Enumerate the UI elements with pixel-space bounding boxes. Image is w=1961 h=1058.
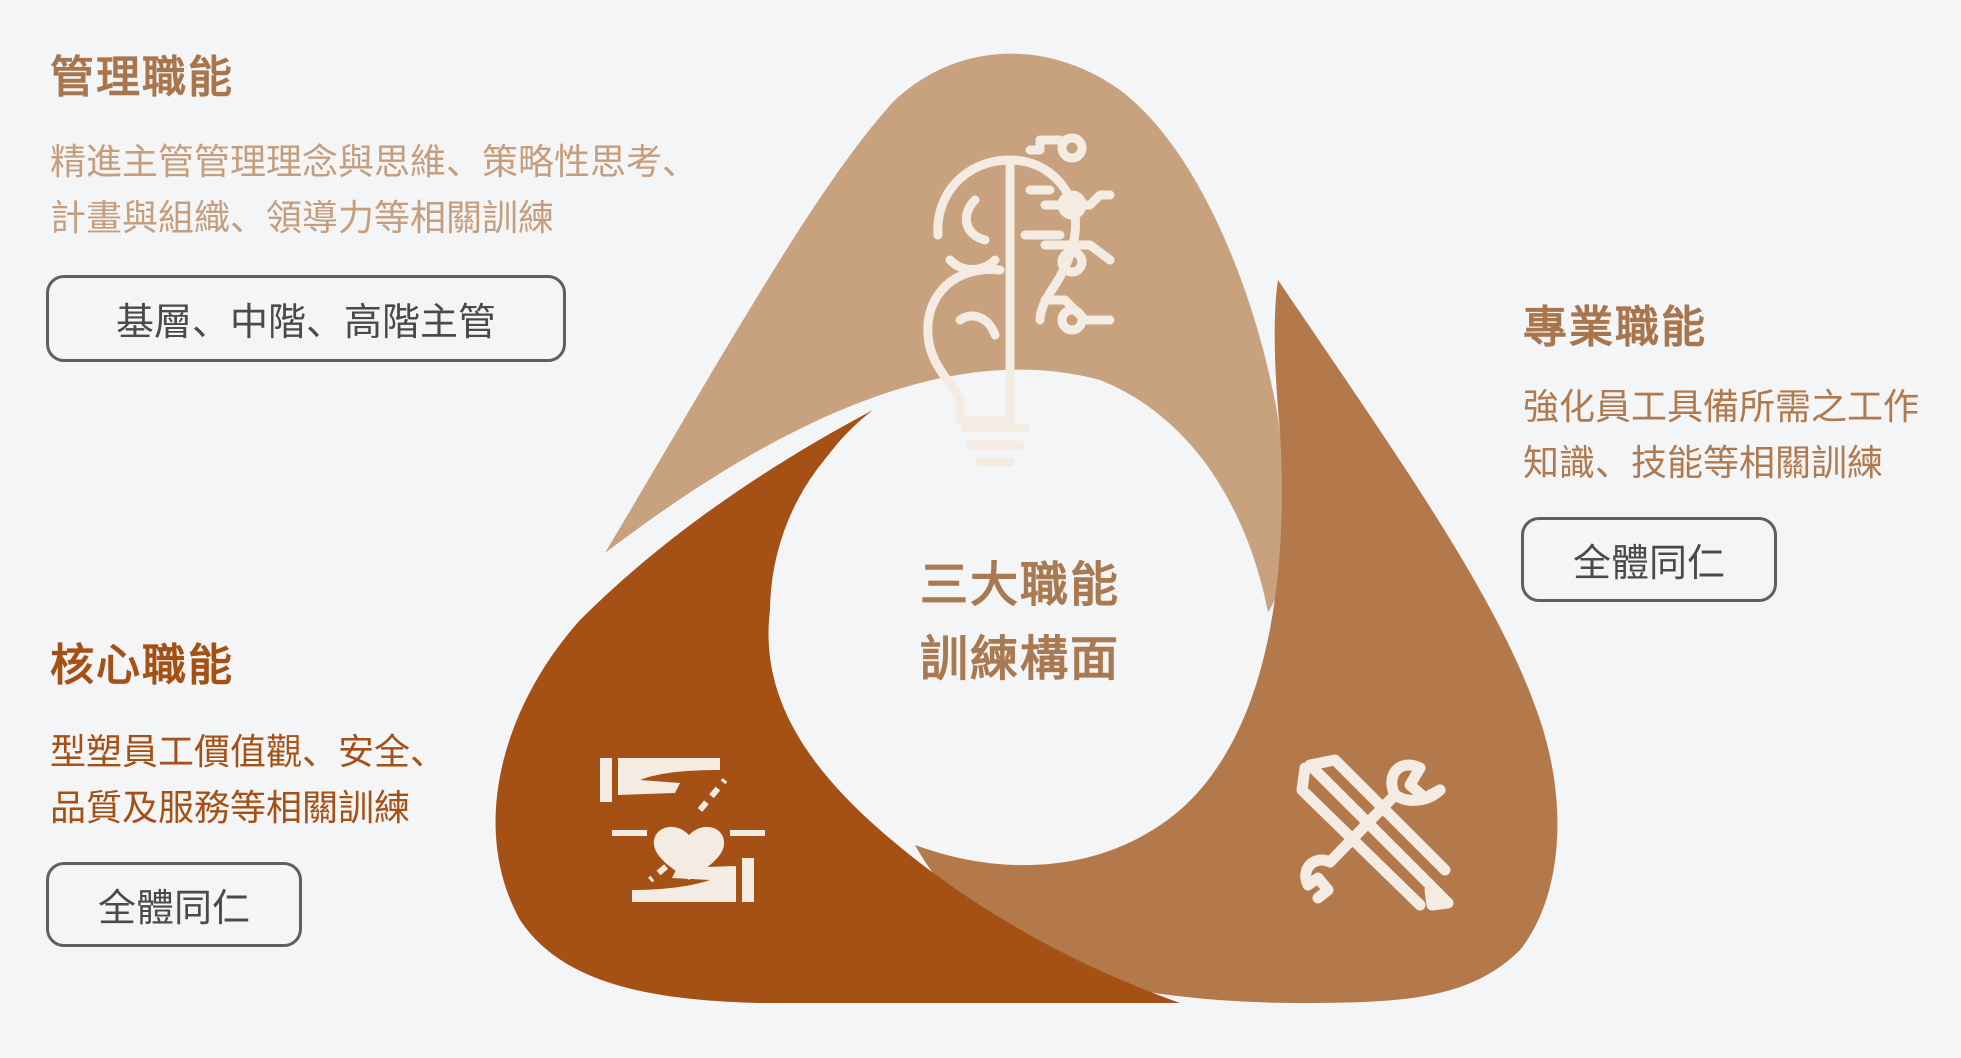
center-label: 三大職能 訓練構面 <box>880 548 1160 696</box>
management-block: 管理職能 <box>50 52 234 105</box>
professional-audience-badge: 全體同仁 <box>1521 517 1777 602</box>
center-label-line1: 三大職能 <box>919 557 1120 613</box>
core-title: 核心職能 <box>50 640 234 691</box>
professional-description: 強化員工具備所需之工作 知識、技能等相關訓練 <box>1523 380 1919 492</box>
wrench-pencil-icon <box>1296 754 1454 911</box>
management-desc-line1: 精進主管管理理念與思維、策略性思考、 <box>50 142 699 183</box>
core-desc-line2: 品質及服務等相關訓練 <box>50 788 411 829</box>
management-desc-line2: 計畫與組織、領導力等相關訓練 <box>50 198 555 239</box>
management-description: 精進主管管理理念與思維、策略性思考、 計畫與組織、領導力等相關訓練 <box>50 135 698 247</box>
management-title: 管理職能 <box>50 52 234 103</box>
management-audience-badge: 基層、中階、高階主管 <box>46 275 566 362</box>
core-desc-line1: 型塑員工價值觀、安全、 <box>50 732 447 773</box>
professional-desc-line2: 知識、技能等相關訓練 <box>1523 443 1884 484</box>
professional-desc-line1: 強化員工具備所需之工作 <box>1523 387 1920 428</box>
core-block: 核心職能 <box>50 640 234 693</box>
lightbulb-brain-circuit-icon <box>923 133 1115 467</box>
center-label-line2: 訓練構面 <box>919 631 1120 687</box>
professional-title: 專業職能 <box>1523 302 1707 353</box>
hands-heart-icon <box>600 758 765 902</box>
center-hole <box>770 372 1250 852</box>
management-segment <box>605 53 1288 612</box>
core-audience-badge: 全體同仁 <box>46 862 302 947</box>
professional-block: 專業職能 <box>1523 302 1707 355</box>
core-description: 型塑員工價值觀、安全、 品質及服務等相關訓練 <box>50 725 446 837</box>
